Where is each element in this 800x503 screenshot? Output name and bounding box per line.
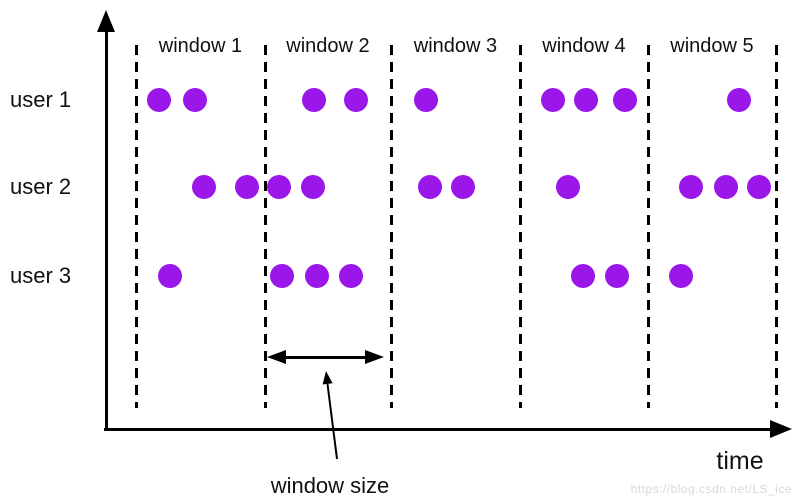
- user-label-3: user 3: [10, 263, 72, 288]
- x-axis-arrowhead-icon: [770, 420, 792, 438]
- event-dot: [418, 175, 442, 199]
- window-boundary-line: [774, 45, 778, 408]
- event-dot: [270, 264, 294, 288]
- event-dot: [556, 175, 580, 199]
- event-dot: [339, 264, 363, 288]
- window-boundary-line: [518, 45, 522, 408]
- user-label-1: user 1: [10, 87, 72, 112]
- event-dot: [305, 264, 329, 288]
- y-axis-line: [104, 26, 108, 430]
- event-dot: [158, 264, 182, 288]
- event-dot: [147, 88, 171, 112]
- event-dot: [613, 88, 637, 112]
- window-size-arrow-line: [284, 355, 366, 359]
- x-axis-line: [104, 427, 772, 431]
- event-dot: [571, 264, 595, 288]
- window-size-arrow-right-icon: [365, 350, 384, 364]
- event-dot: [541, 88, 565, 112]
- event-dot: [727, 88, 751, 112]
- event-dot: [414, 88, 438, 112]
- y-axis-arrowhead-icon: [97, 10, 115, 32]
- event-dot: [301, 175, 325, 199]
- window-label-1: window 1: [158, 35, 243, 57]
- event-dot: [183, 88, 207, 112]
- event-dot: [192, 175, 216, 199]
- window-size-arrow-left-icon: [267, 350, 286, 364]
- event-dot: [669, 264, 693, 288]
- event-dot: [574, 88, 598, 112]
- event-dot: [747, 175, 771, 199]
- window-boundary-line: [646, 45, 650, 408]
- watermark: https://blog.csdn.net/LS_ice: [630, 482, 792, 496]
- event-dot: [235, 175, 259, 199]
- window-boundary-line: [134, 45, 138, 408]
- event-dot: [679, 175, 703, 199]
- event-dot: [344, 88, 368, 112]
- window-size-label: window size: [270, 473, 390, 498]
- event-dot: [302, 88, 326, 112]
- event-dot: [451, 175, 475, 199]
- window-label-3: window 3: [413, 35, 498, 57]
- window-label-2: window 2: [286, 35, 370, 57]
- window-boundary-line: [263, 45, 267, 408]
- window-label-4: window 4: [542, 35, 626, 57]
- event-dot: [605, 264, 629, 288]
- window-label-5: window 5: [670, 35, 754, 57]
- user-label-2: user 2: [10, 174, 72, 199]
- window-boundary-line: [389, 45, 393, 408]
- event-dot: [714, 175, 738, 199]
- event-dot: [267, 175, 291, 199]
- time-axis-label: time: [716, 447, 764, 475]
